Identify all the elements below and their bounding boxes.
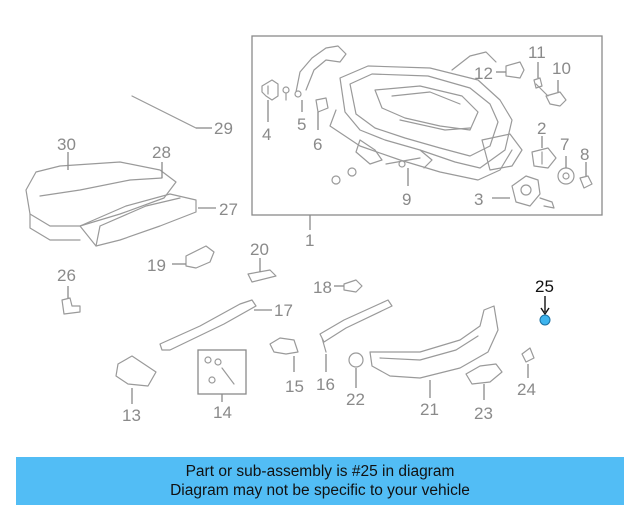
callout-9: 9 xyxy=(402,190,411,209)
cap-part-8 xyxy=(579,175,593,189)
callout-7: 7 xyxy=(560,135,569,154)
highlighted-part-25[interactable] xyxy=(539,314,551,326)
rod-part-29 xyxy=(131,95,197,129)
frame-assembly-box xyxy=(251,35,603,216)
bracket-part-15 xyxy=(269,337,299,355)
mechanism-part-3 xyxy=(511,175,555,209)
callout-16: 16 xyxy=(316,375,335,394)
bracket-part-12 xyxy=(505,61,525,79)
banner-line-2: Diagram may not be specific to your vehi… xyxy=(170,482,470,499)
exploded-parts-diagram: 1 2 3 4 5 6 7 8 9 10 11 12 13 14 15 16 1… xyxy=(25,35,603,425)
callout-13: 13 xyxy=(122,406,141,425)
callout-26: 26 xyxy=(57,266,76,285)
pin-part-9 xyxy=(331,157,421,185)
cap-part-24 xyxy=(521,347,535,363)
callout-2: 2 xyxy=(537,119,546,138)
callout-5: 5 xyxy=(297,115,306,134)
callout-30: 30 xyxy=(57,135,76,154)
trim-part-17 xyxy=(159,299,257,351)
handle-part-23 xyxy=(465,363,503,385)
cushion-pad-part-30 xyxy=(25,161,177,241)
bracket-part-13 xyxy=(115,355,157,387)
callout-27: 27 xyxy=(219,200,238,219)
cap-part-22 xyxy=(348,352,364,368)
callout-4: 4 xyxy=(262,125,271,144)
bracket-part-19 xyxy=(185,245,215,269)
callout-20: 20 xyxy=(250,240,269,259)
callout-24: 24 xyxy=(517,380,536,399)
callout-14: 14 xyxy=(213,403,232,422)
callout-8: 8 xyxy=(580,145,589,164)
callout-23: 23 xyxy=(474,404,493,423)
callout-12: 12 xyxy=(474,64,493,83)
callout-22: 22 xyxy=(346,390,365,409)
callout-21: 21 xyxy=(420,400,439,419)
callout-18: 18 xyxy=(313,278,332,297)
callout-10: 10 xyxy=(552,59,571,78)
callout-28: 28 xyxy=(152,143,171,162)
callout-3: 3 xyxy=(474,190,483,209)
bolt-part-10 xyxy=(535,83,567,107)
callout-25[interactable]: 25 xyxy=(535,277,554,296)
knob-part-7 xyxy=(557,167,575,185)
rail-part-16 xyxy=(319,299,393,353)
callout-1: 1 xyxy=(305,231,314,250)
info-banner: Part or sub-assembly is #25 in diagram D… xyxy=(16,457,624,505)
clip-part-6 xyxy=(315,97,329,113)
cable-part-5 xyxy=(282,45,347,101)
trim-part-20 xyxy=(247,269,277,283)
bracket-part-4 xyxy=(261,79,279,101)
callout-6: 6 xyxy=(313,135,322,154)
cap-part-18 xyxy=(343,279,363,293)
seat-frame-part xyxy=(329,51,523,181)
kit-box-part-14 xyxy=(197,349,247,395)
side-shield-part-21 xyxy=(369,305,499,379)
callout-29: 29 xyxy=(214,119,233,138)
cushion-cover-part-28 xyxy=(79,193,197,247)
bracket-part-2 xyxy=(531,147,557,169)
kit-contents-part-14 xyxy=(204,356,235,385)
callout-15: 15 xyxy=(285,377,304,396)
callout-17: 17 xyxy=(274,301,293,320)
nut-part-11 xyxy=(533,77,543,89)
callout-11: 11 xyxy=(528,43,546,62)
arrow-25 xyxy=(540,307,550,316)
banner-line-1: Part or sub-assembly is #25 in diagram xyxy=(185,463,455,480)
callout-19: 19 xyxy=(147,256,166,275)
clip-part-26 xyxy=(61,297,81,315)
